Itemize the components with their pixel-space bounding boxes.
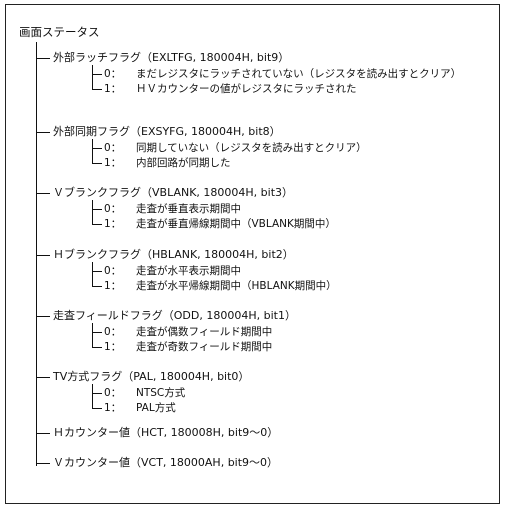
- bit-value: 0：: [104, 202, 121, 216]
- bit-number: 1: [104, 280, 111, 292]
- sub-connector: [92, 347, 102, 348]
- tree-connector: [36, 316, 50, 317]
- tree-connector: [36, 463, 50, 464]
- sub-tree-line: [92, 323, 93, 347]
- bit-number: 0: [104, 326, 111, 338]
- bit-separator: ：: [110, 341, 122, 353]
- tree-connector: [36, 377, 50, 378]
- flag-label: Ｖカウンター値（VCT, 18000AH, bit9～0）: [53, 456, 279, 469]
- flag-label: 外部ラッチフラグ（EXLTFG, 180004H, bit9）: [53, 51, 290, 64]
- flag-label: 走査フィールドフラグ（ODD, 180004H, bit1）: [53, 309, 296, 322]
- tree-connector: [36, 132, 50, 133]
- bit-description: まだレジスタにラッチされていない（レジスタを読み出すとクリア）: [136, 68, 462, 80]
- bit-value: 0：: [104, 386, 121, 400]
- tree-connector: [36, 433, 50, 434]
- sub-connector: [92, 408, 102, 409]
- sub-connector: [92, 224, 102, 225]
- page-title: 画面ステータス: [19, 25, 100, 39]
- bit-description: 内部回路が同期した: [136, 157, 231, 169]
- flag-label: 外部同期フラグ（EXSYFG, 180004H, bit8）: [53, 125, 281, 138]
- bit-value: 1：: [104, 217, 121, 231]
- bit-separator: ：: [110, 280, 122, 292]
- bit-separator: ：: [110, 142, 122, 154]
- sub-connector: [92, 148, 102, 149]
- flag-label: Ｈブランクフラグ（HBLANK, 180004H, bit2）: [53, 248, 294, 261]
- bit-value: 0：: [104, 264, 121, 278]
- sub-connector: [92, 332, 102, 333]
- bit-value: 0：: [104, 141, 121, 155]
- tree-connector: [36, 58, 50, 59]
- bit-number: 1: [104, 341, 111, 353]
- sub-tree-line: [92, 200, 93, 224]
- bit-description: 走査が垂直表示期間中: [136, 203, 241, 215]
- bit-value: 1：: [104, 82, 121, 96]
- bit-separator: ：: [110, 157, 122, 169]
- bit-separator: ：: [110, 83, 122, 95]
- bit-description: ＨＶカウンターの値がレジスタにラッチされた: [136, 83, 357, 95]
- bit-separator: ：: [110, 218, 122, 230]
- bit-value: 0：: [104, 67, 121, 81]
- sub-tree-line: [92, 65, 93, 89]
- bit-value: 1：: [104, 340, 121, 354]
- sub-connector: [92, 163, 102, 164]
- sub-connector: [92, 74, 102, 75]
- flag-label: Ｈカウンター値（HCT, 180008H, bit9～0）: [53, 426, 279, 439]
- sub-connector: [92, 209, 102, 210]
- bit-value: 1：: [104, 156, 121, 170]
- sub-connector: [92, 286, 102, 287]
- bit-value: 1：: [104, 279, 121, 293]
- tree-connector: [36, 255, 50, 256]
- bit-separator: ：: [110, 203, 122, 215]
- sub-connector: [92, 89, 102, 90]
- flag-label: TV方式フラグ（PAL, 180004H, bit0）: [53, 370, 250, 383]
- bit-separator: ：: [110, 265, 122, 277]
- bit-value: 0：: [104, 325, 121, 339]
- bit-description: 走査が垂直帰線期間中（VBLANK期間中）: [136, 218, 336, 230]
- sub-connector: [92, 393, 102, 394]
- bit-description: PAL方式: [136, 402, 176, 414]
- document-frame: [5, 4, 500, 504]
- bit-separator: ：: [110, 402, 122, 414]
- sub-connector: [92, 271, 102, 272]
- bit-number: 0: [104, 142, 111, 154]
- bit-separator: ：: [110, 387, 122, 399]
- tree-connector: [36, 193, 50, 194]
- bit-description: 走査が水平表示期間中: [136, 265, 241, 277]
- bit-value: 1：: [104, 401, 121, 415]
- bit-description: NTSC方式: [136, 387, 186, 399]
- sub-tree-line: [92, 262, 93, 286]
- bit-description: 同期していない（レジスタを読み出すとクリア）: [136, 142, 367, 154]
- bit-separator: ：: [110, 326, 122, 338]
- tree-main-line: [36, 42, 37, 466]
- bit-number: 0: [104, 203, 111, 215]
- bit-separator: ：: [110, 68, 122, 80]
- bit-number: 1: [104, 218, 111, 230]
- bit-number: 1: [104, 83, 111, 95]
- bit-description: 走査が奇数フィールド期間中: [136, 341, 273, 353]
- bit-number: 0: [104, 68, 111, 80]
- flag-label: Ｖブランクフラグ（VBLANK, 180004H, bit3）: [53, 186, 294, 199]
- bit-description: 走査が偶数フィールド期間中: [136, 326, 273, 338]
- bit-number: 1: [104, 402, 111, 414]
- bit-description: 走査が水平帰線期間中（HBLANK期間中）: [136, 280, 337, 292]
- sub-tree-line: [92, 139, 93, 163]
- bit-number: 0: [104, 265, 111, 277]
- bit-number: 0: [104, 387, 111, 399]
- bit-number: 1: [104, 157, 111, 169]
- sub-tree-line: [92, 384, 93, 408]
